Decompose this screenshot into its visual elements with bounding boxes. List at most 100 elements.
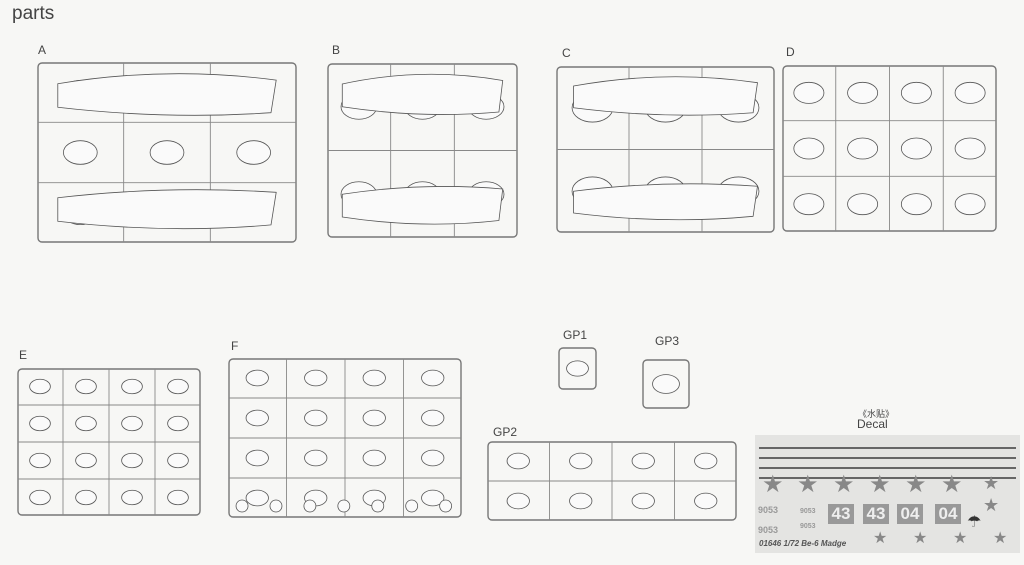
sprue-frame xyxy=(37,62,297,243)
model-part xyxy=(167,415,189,432)
decal-serial: 9053 xyxy=(758,505,779,515)
model-part xyxy=(121,489,143,506)
page-title: parts xyxy=(12,3,55,24)
fuselage-part xyxy=(57,73,277,116)
model-part xyxy=(793,193,825,216)
decal-stripe xyxy=(759,447,1016,449)
model-part xyxy=(954,137,986,160)
model-part xyxy=(362,369,386,387)
model-part xyxy=(847,137,879,160)
sprue-e xyxy=(17,368,201,516)
sprue-gp3 xyxy=(642,359,690,409)
sprue-label-a: A xyxy=(38,43,47,57)
model-part xyxy=(694,492,718,510)
model-part xyxy=(847,193,879,216)
model-part xyxy=(694,452,718,470)
red-star-icon: ★ xyxy=(762,471,784,498)
sprue-a xyxy=(37,62,297,243)
sprue-label-e: E xyxy=(19,348,28,362)
sprue-label-c: C xyxy=(562,46,571,60)
wheel-part xyxy=(303,499,317,513)
model-part xyxy=(304,449,328,467)
model-part xyxy=(167,489,189,506)
sprue-b xyxy=(327,63,518,238)
sprue-label-f: F xyxy=(231,339,239,353)
wheel-part xyxy=(405,499,419,513)
decal-title: Decal xyxy=(857,417,888,431)
model-part xyxy=(75,489,97,506)
model-part xyxy=(167,452,189,469)
sprue-frame xyxy=(642,359,690,409)
model-part xyxy=(121,452,143,469)
wheel-part xyxy=(371,499,385,513)
sprue-label-gp3: GP3 xyxy=(655,334,680,348)
model-part xyxy=(954,81,986,104)
model-part xyxy=(631,452,655,470)
decal-number: 43 xyxy=(863,504,889,524)
sprue-c xyxy=(556,66,775,233)
sprue-label-gp2: GP2 xyxy=(493,425,518,439)
decal-stripe xyxy=(759,467,1016,469)
red-star-icon: ★ xyxy=(833,471,855,498)
model-part xyxy=(29,415,51,432)
model-part xyxy=(900,81,932,104)
model-part xyxy=(29,378,51,395)
sprue-d xyxy=(782,65,997,232)
model-part xyxy=(793,81,825,104)
decal-serial: 9053 xyxy=(800,523,816,530)
model-part xyxy=(121,378,143,395)
decal-stripe xyxy=(759,477,1016,479)
star-bar-icon: ★ xyxy=(913,530,928,547)
star-bar-icon: ★ xyxy=(983,495,1000,515)
decal-number: 43 xyxy=(828,504,854,524)
model-part xyxy=(304,409,328,427)
model-part xyxy=(506,452,530,470)
model-part xyxy=(63,140,98,165)
star-bar-icon: ★ xyxy=(993,530,1008,547)
decal-sheet: ★ ★ ★ ★ ★ ★ ★ ★ 9053 9053 9053 9053 43 4… xyxy=(755,435,1020,553)
model-part xyxy=(245,409,269,427)
fuselage-part xyxy=(573,76,758,116)
red-star-icon: ★ xyxy=(869,471,891,498)
model-part xyxy=(362,449,386,467)
sprue-frame xyxy=(558,347,597,390)
star-bar-icon: ★ xyxy=(983,473,1000,493)
fuselage-part xyxy=(341,186,504,225)
model-part xyxy=(149,140,185,165)
model-part xyxy=(954,193,986,216)
model-part xyxy=(847,81,879,104)
fuselage-part xyxy=(57,189,277,230)
model-part xyxy=(236,140,271,165)
model-part xyxy=(569,452,593,470)
model-part xyxy=(245,369,269,387)
model-part xyxy=(75,378,97,395)
model-part xyxy=(75,452,97,469)
model-part xyxy=(793,137,825,160)
sprue-gp1 xyxy=(558,347,597,390)
model-part xyxy=(421,369,445,387)
model-part xyxy=(121,415,143,432)
model-part xyxy=(75,415,97,432)
star-bar-icon: ★ xyxy=(953,530,968,547)
decal-serial: 9053 xyxy=(758,525,779,535)
red-star-icon: ★ xyxy=(941,471,963,498)
model-part xyxy=(900,137,932,160)
sprue-f xyxy=(228,358,462,518)
model-part xyxy=(29,452,51,469)
model-part xyxy=(900,193,932,216)
sprue-label-b: B xyxy=(332,43,341,57)
model-part xyxy=(421,409,445,427)
model-part xyxy=(506,492,530,510)
model-part xyxy=(421,449,445,467)
fuselage-part xyxy=(341,73,504,115)
decal-stripe xyxy=(759,457,1016,459)
wheel-part xyxy=(337,499,351,513)
wheel-part xyxy=(235,499,249,513)
model-part xyxy=(29,489,51,506)
decal-title-cn: 《水贴》 xyxy=(858,409,895,419)
model-part xyxy=(569,492,593,510)
emblem-icon: ☂ xyxy=(967,514,982,531)
decal-number: 04 xyxy=(897,504,923,524)
model-part xyxy=(245,489,269,507)
